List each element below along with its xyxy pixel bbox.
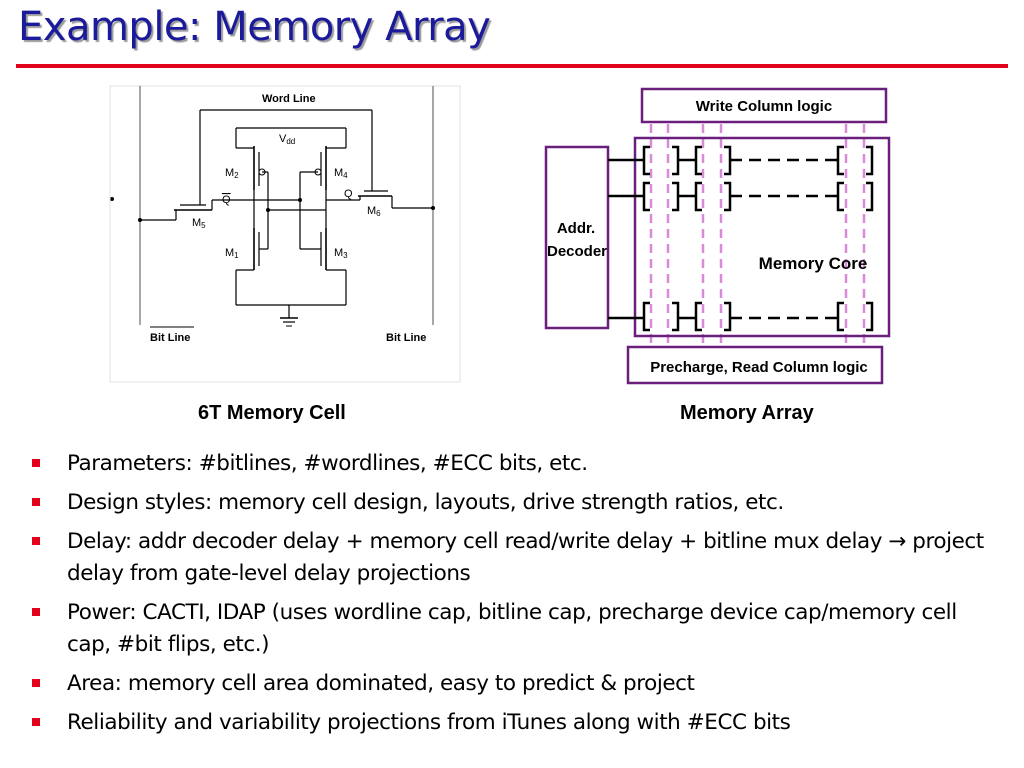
m3-label: M3 <box>334 247 348 260</box>
memory-array-diagram: Write Column logic Addr. Decoder Memory … <box>544 87 891 385</box>
bullet-item: Area: memory cell area dominated, easy t… <box>30 668 1005 700</box>
bullet-text: Design styles: memory cell design, layou… <box>67 490 784 515</box>
bullet-list: Parameters: #bitlines, #wordlines, #ECC … <box>30 448 1005 746</box>
square-bullet-icon <box>32 679 40 687</box>
q-label: Q <box>344 188 353 200</box>
vdd-label: Vdd <box>279 133 295 146</box>
diagrams-figure: Word Line Vdd M2 M1 M4 <box>109 85 891 385</box>
square-bullet-icon <box>32 459 40 467</box>
bullet-text: Reliability and variability projections … <box>67 710 791 735</box>
q-bar-label: Q <box>222 194 231 206</box>
m4-label: M4 <box>334 167 348 180</box>
precharge-logic-box <box>626 345 884 385</box>
write-column-logic-box <box>640 87 888 124</box>
slide-title: Example: Memory Array <box>18 4 491 50</box>
precharge-logic-label: Precharge, Read Column logic <box>650 359 868 376</box>
bullet-item: Reliability and variability projections … <box>30 707 1005 739</box>
m5-label: M5 <box>192 217 206 230</box>
square-bullet-icon <box>32 608 40 616</box>
addr-decoder-label-line2: Decoder <box>547 243 607 260</box>
array-caption: Memory Array <box>680 402 814 424</box>
cell-row-2 <box>608 181 874 212</box>
bullet-text: Delay: addr decoder delay + memory cell … <box>67 529 984 586</box>
square-bullet-icon <box>32 718 40 726</box>
bit-line-label: Bit Line <box>386 332 426 344</box>
m1-label: M1 <box>225 247 239 260</box>
write-column-logic-label: Write Column logic <box>696 98 832 115</box>
six-t-cell-diagram: Word Line Vdd M2 M1 M4 <box>109 85 461 383</box>
stray-dot <box>110 197 114 201</box>
m2-label: M2 <box>225 167 239 180</box>
m6-label: M6 <box>367 205 381 218</box>
bitline-guides <box>649 124 866 350</box>
memory-core-label: Memory Core <box>759 254 868 273</box>
cell-row-1 <box>608 145 874 176</box>
title-underline <box>16 64 1008 68</box>
cell-caption: 6T Memory Cell <box>198 402 346 424</box>
bullet-item: Design styles: memory cell design, layou… <box>30 487 1005 519</box>
addr-decoder-box <box>544 145 610 330</box>
bullet-text: Power: CACTI, IDAP (uses wordline cap, b… <box>67 600 957 657</box>
bullet-text: Area: memory cell area dominated, easy t… <box>67 671 695 696</box>
bullet-item: Parameters: #bitlines, #wordlines, #ECC … <box>30 448 1005 480</box>
word-line-label: Word Line <box>262 93 316 105</box>
addr-decoder-label-line1: Addr. <box>557 220 595 237</box>
cell-row-n <box>608 301 874 332</box>
bullet-text: Parameters: #bitlines, #wordlines, #ECC … <box>67 451 588 476</box>
square-bullet-icon <box>32 537 40 545</box>
memory-core-frame <box>633 136 891 338</box>
square-bullet-icon <box>32 498 40 506</box>
bit-line-bar-label: Bit Line <box>150 332 190 344</box>
bullet-item: Power: CACTI, IDAP (uses wordline cap, b… <box>30 597 1005 661</box>
bullet-item: Delay: addr decoder delay + memory cell … <box>30 526 1005 590</box>
